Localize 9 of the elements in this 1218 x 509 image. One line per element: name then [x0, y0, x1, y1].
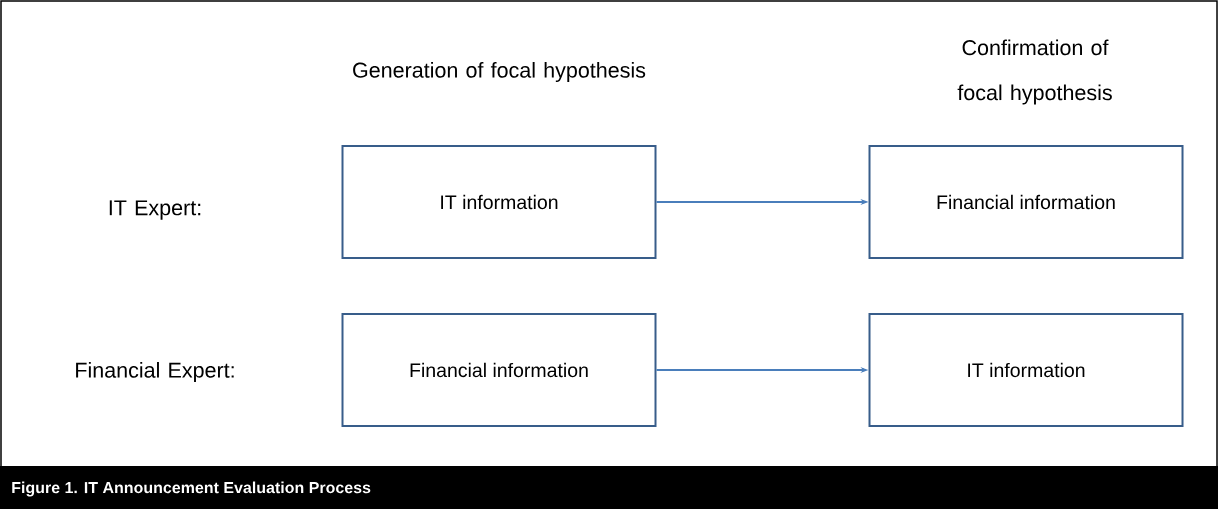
caption-bar: Figure 1. IT Announcement Evaluation Process — [0, 466, 1218, 509]
process-box: IT information — [868, 313, 1184, 427]
row-label: Financial Expert: — [76, 362, 234, 383]
row-label: IT Expert: — [109, 200, 201, 220]
column-heading: Generation of focal hypothesis — [353, 62, 646, 83]
process-box: Financial information — [868, 145, 1184, 259]
process-box: IT information — [341, 145, 657, 259]
column-heading: Confirmation of focal hypothesis — [957, 39, 1112, 105]
process-box: Financial information — [341, 313, 657, 427]
